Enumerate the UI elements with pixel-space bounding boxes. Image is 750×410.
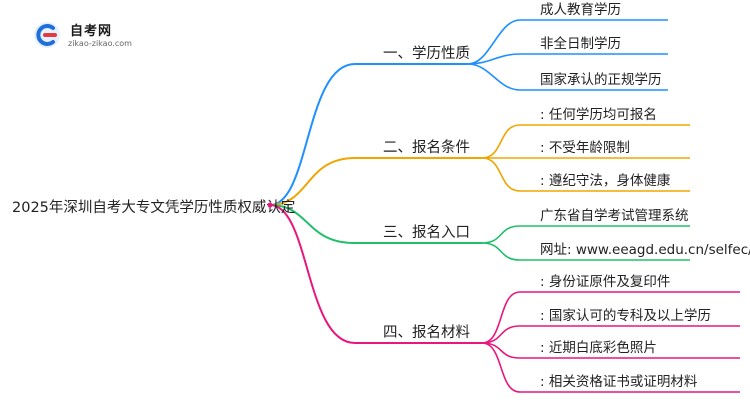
mind-map-nodes: 2025年深圳自考大专文凭学历性质权威认定 一、学历性质 成人教育学历非全日制学历…	[12, 2, 750, 390]
leaf-node: 广东省自学考试管理系统	[540, 208, 689, 224]
edge-root-to-second-branch	[269, 157, 356, 206]
mind-map-edges	[269, 19, 740, 393]
leaf-node: : 遵纪守法，身体健康	[540, 172, 671, 189]
edge-branch-to-leaf	[467, 63, 521, 91]
edge-branch-to-leaf	[481, 325, 521, 344]
root-node: 2025年深圳自考大专文凭学历性质权威认定	[12, 199, 295, 216]
branch-node-first: 一、学历性质	[383, 45, 470, 62]
site-logo[interactable]: 自考网 zikao-zikao.com	[32, 18, 152, 54]
leaf-node: : 任何学历均可报名	[540, 107, 657, 123]
edge-branch-to-leaf	[481, 291, 521, 344]
edge-root-to-third-branch	[269, 204, 356, 244]
branch-node-fourth: 四、报名材料	[383, 324, 470, 341]
leaf-node: : 相关资格证书或证明材料	[540, 374, 698, 390]
branch-node-second: 二、报名条件	[383, 139, 470, 156]
leaf-node: 网址: www.eeagd.edu.cn/selfec/	[540, 242, 750, 258]
edge-root-to-first-branch	[269, 63, 356, 206]
leaf-node: : 不受年龄限制	[540, 140, 630, 156]
edge-branch-to-leaf	[467, 19, 521, 65]
leaf-node: : 国家认可的专科及以上学历	[540, 307, 711, 324]
edge-branch-to-leaf	[481, 242, 521, 261]
root-connector-dot	[267, 202, 273, 208]
edge-root-to-fourth-branch	[269, 204, 356, 344]
edge-branch-to-leaf	[481, 157, 521, 192]
leaf-node: : 身份证原件及复印件	[540, 273, 670, 290]
edge-branch-to-leaf	[481, 342, 521, 393]
logo-icon	[34, 22, 60, 48]
edge-branch-to-leaf	[481, 124, 521, 159]
branch-node-third: 三、报名入口	[383, 224, 470, 241]
leaf-node: 成人教育学历	[540, 2, 621, 18]
leaf-node: : 近期白底彩色照片	[540, 339, 657, 356]
logo-url: zikao-zikao.com	[68, 39, 132, 48]
logo-title: 自考网	[70, 24, 113, 39]
leaf-node: 国家承认的正规学历	[540, 71, 662, 88]
edge-branch-to-leaf	[481, 225, 521, 244]
leaf-node: 非全日制学历	[540, 35, 621, 52]
